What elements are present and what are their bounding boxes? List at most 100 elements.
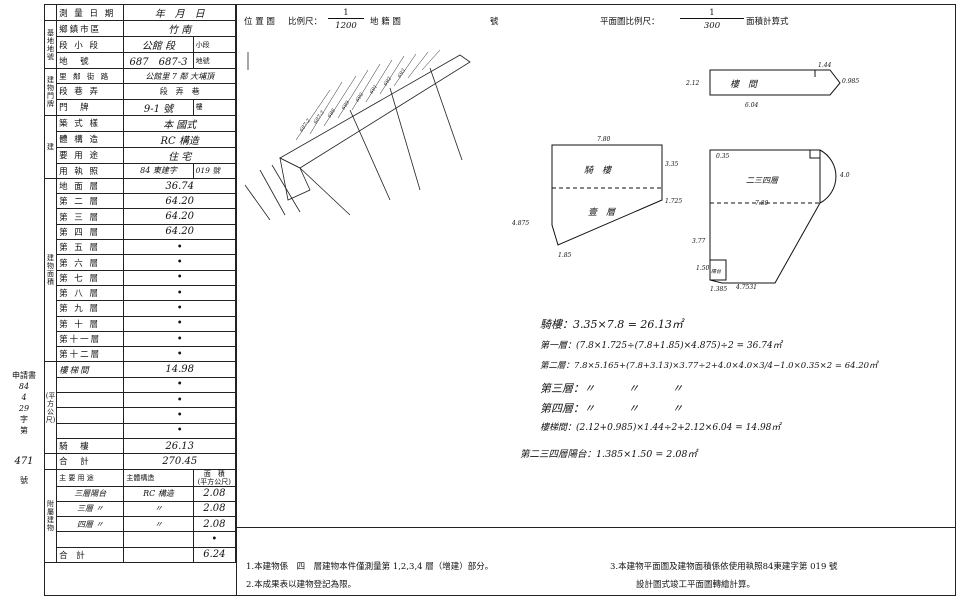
label-stair: 樓梯間 (56, 361, 125, 378)
value-floor: • (123, 284, 236, 302)
value-floor: 64.20 (123, 193, 236, 210)
label-floor: 第 八 層 (56, 284, 125, 302)
label-survey-date: 測 量 日 期 (56, 4, 125, 21)
label-land-no: 地 號 (56, 52, 125, 69)
value-arcade: 26.13 (123, 437, 236, 455)
annex-area: 2.08 (192, 500, 237, 518)
area-calc-label: 面積計算式 (746, 17, 789, 27)
label-permit: 用 執 照 (56, 162, 125, 179)
label-floor: 第 六 層 (56, 254, 125, 271)
svg-text:691: 691 (369, 84, 379, 95)
scale-label: 比例尺： (288, 17, 323, 27)
floor-plans: 樓 間 騎 樓 壹 層 二三四層 陽台 7.80 3.35 1.725 4.87… (511, 62, 859, 293)
dim-144: 1.44 (818, 62, 832, 69)
ground-label: 壹 層 (588, 207, 616, 218)
calc-line-1: 騎樓：3.35×7.8 = 26.13㎡ (540, 318, 683, 331)
value-permit-no: 019 號 (192, 162, 237, 179)
dim-40: 4.0 (839, 172, 850, 179)
value-floor: • (123, 239, 236, 256)
annex-use: 三層 〃 (56, 500, 125, 518)
note-2: 2.本成果表以建物登記為限。 (246, 580, 357, 590)
dim-780-a: 7.80 (597, 136, 611, 143)
dim-150: 1.50 (696, 265, 710, 272)
land-map-label: 地 籍 圖 (370, 17, 401, 27)
scale1-num: 1 (328, 8, 364, 19)
annex-use: 三層陽台 (56, 485, 125, 502)
annex-head-use: 主 要 用 途 (56, 468, 125, 487)
label-floor: 第十一層 (56, 330, 125, 348)
value-floor: • (123, 346, 236, 363)
label-floor: 地 面 層 (56, 177, 125, 195)
attribute-table: 測 量 日 期 年 月 日 基地地號 鄉鎮市區 竹 南 段 小 段 公館 段 小… (43, 4, 237, 596)
dim-604: 6.04 (745, 102, 759, 109)
annex-struct: 〃 (123, 500, 194, 518)
dim-185: 1.85 (558, 252, 572, 259)
note-1: 1.本建物係 四 層建物本件僅測量第 1,2,3,4 層（增建）部分。 (246, 562, 494, 572)
value-survey-date: 年 月 日 (123, 4, 236, 21)
number-label: 號 (490, 17, 499, 27)
arcade-label: 騎 樓 (584, 165, 613, 176)
column-divider (236, 4, 237, 596)
label-section: 段 小 段 (56, 36, 125, 53)
note-3: 3.本建物平面圖及建物面積係依使用執照84東建字第 019 號 (610, 562, 838, 572)
dim-035: 0.35 (716, 153, 730, 160)
label-usage: 要 用 途 (56, 146, 125, 164)
value-style: 本 國式 (123, 114, 236, 132)
label-floor: 第 四 層 (56, 223, 125, 241)
scale2-den: 300 (703, 21, 721, 31)
dim-377: 3.77 (692, 238, 706, 245)
dim-1725: 1.725 (665, 198, 682, 205)
label-style: 築 式 樣 (56, 114, 125, 132)
label-village: 里 鄰 街 路 (56, 67, 125, 85)
annex-struct (123, 531, 194, 548)
dim-1385: 1.385 (710, 286, 727, 293)
value-floor: • (123, 269, 236, 286)
svg-text:693: 693 (397, 68, 407, 79)
label-floor: 第 三 層 (56, 208, 125, 225)
value-floor: • (123, 254, 236, 271)
label-door-suffix: 樓 (192, 98, 237, 116)
value-lane: 段 弄 巷 (123, 83, 236, 100)
dim-4875: 4.875 (511, 220, 529, 227)
calc-line-7: 第二三四層陽台：1.385×1.50 = 2.08㎡ (520, 449, 697, 460)
calc-line-3: 第二層：7.8×5.165+(7.8+3.13)×3.77÷2+4.0×4.0×… (540, 361, 878, 371)
value-township: 竹 南 (123, 20, 236, 37)
dim-335: 3.35 (665, 161, 679, 168)
annex-area: 2.08 (192, 485, 237, 502)
svg-text:688: 688 (327, 108, 337, 119)
value-section: 公館 段 (123, 36, 194, 53)
annex-struct: RC 構造 (123, 485, 194, 502)
label-township: 鄉鎮市區 (56, 20, 125, 37)
annex-struct: 〃 (123, 516, 194, 533)
value-village: 公館里 7 鄰 大埔頂 (123, 67, 236, 85)
calc-line-2: 第一層：(7.8×1.725÷(7.8+1.85)×4.875)÷2 = 36.… (540, 341, 782, 351)
vlabel-unit: (平方公尺) (43, 361, 58, 455)
dim-47531: 4.7531 (735, 284, 757, 291)
label-total: 合 計 (56, 453, 125, 470)
svg-text:692: 692 (383, 76, 393, 87)
svg-text:690: 690 (355, 91, 366, 103)
label-floor: 第 十 層 (56, 315, 125, 332)
calc-line-4: 第三層：〃 〃 〃 (540, 382, 683, 395)
vlabel-area: 建 物 面 積 (43, 177, 58, 363)
stair-label: 樓 間 (730, 79, 759, 90)
annex-use: 四層 〃 (56, 516, 125, 533)
annex-area: • (192, 531, 237, 548)
dim-780-b: 7.80 (755, 200, 769, 207)
label-lane: 段 巷 弄 (56, 83, 125, 100)
cadastral-map: 687-2 687-3 688 689 690 691 692 693 (244, 49, 471, 220)
balcony-label: 陽台 (711, 268, 722, 275)
value-floor: • (123, 315, 236, 332)
label-land-no-suffix: 地號 (192, 52, 237, 69)
value-usage: 住 宅 (123, 146, 236, 164)
scale2-num: 1 (680, 8, 744, 19)
label-arcade: 騎 樓 (56, 437, 125, 455)
annex-total-label: 合 計 (56, 546, 125, 564)
calc-line-6: 樓梯間：(2.12+0.985)×1.44÷2+2.12×6.04 = 14.9… (540, 423, 781, 433)
label-door: 門 牌 (56, 98, 125, 116)
calc-line-5: 第四層：〃 〃 〃 (540, 402, 683, 415)
svg-text:689: 689 (341, 99, 352, 111)
label-floor: 第 九 層 (56, 300, 125, 317)
value-land-no: 687 687-3 (123, 52, 194, 69)
location-map-label: 位 置 圖 (244, 17, 275, 27)
